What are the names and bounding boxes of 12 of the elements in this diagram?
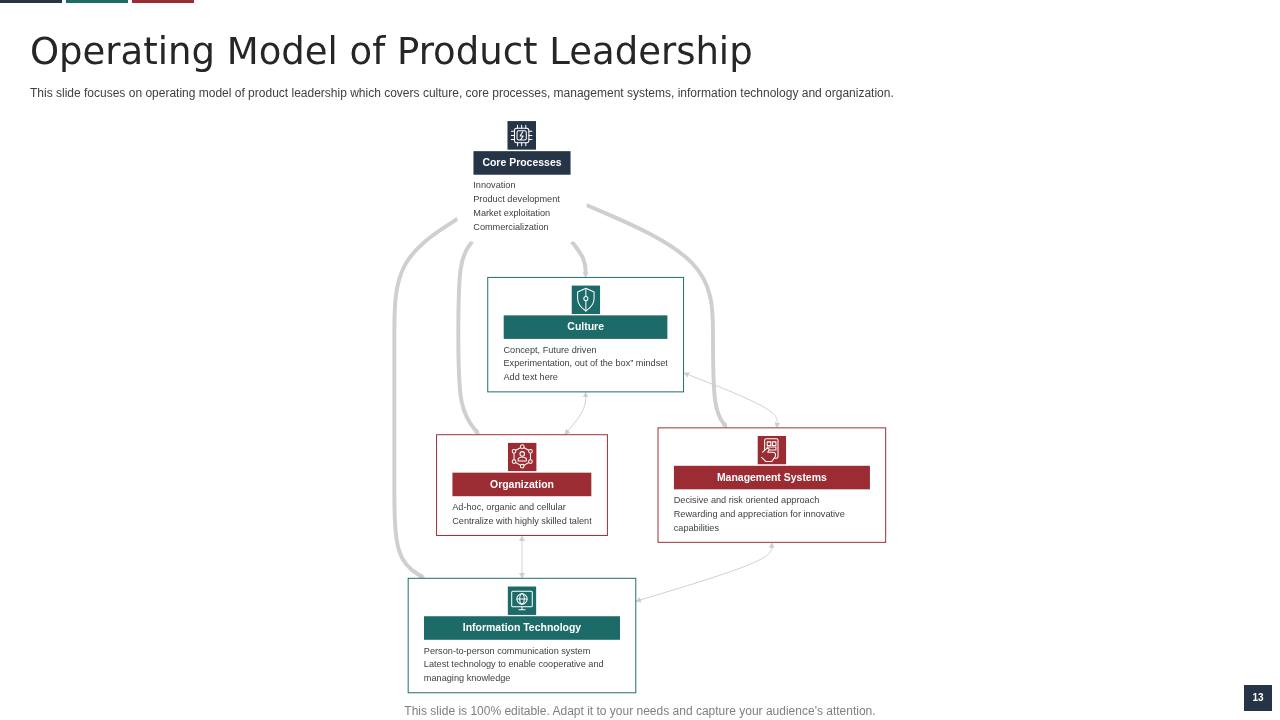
node-text: Core Processes Innovation Product development Market exploitation Commercialization <box>473 157 562 232</box>
node-box: Information Technology Person-to-person communication system Latest technology to enable cooperative and managing knowledge <box>407 577 637 694</box>
arrow <box>456 240 480 435</box>
slide-title: Operating Model of Product Leadership <box>30 30 753 73</box>
node-box: Organization Ad-hoc, organic and cellular Centralize with highly skilled talent <box>436 434 608 536</box>
subtitle: This slide focuses on operating model of product leadership which covers culture, core processes, management systems, information technology and organization. <box>30 86 894 100</box>
footer-note: This slide is 100% editable. Adapt it to your needs and capture your audience's attention. <box>404 704 876 718</box>
arrow <box>392 217 459 579</box>
node-box: Management Systems Decisive and risk oriented approach Rewarding and appreciation for innovative capabilities <box>657 427 887 543</box>
page-number: 13 <box>1244 685 1272 711</box>
arrow <box>570 240 589 278</box>
node-box: Culture Concept, Future driven Experimentation, out of the box” mindset Add text here <box>487 276 685 393</box>
